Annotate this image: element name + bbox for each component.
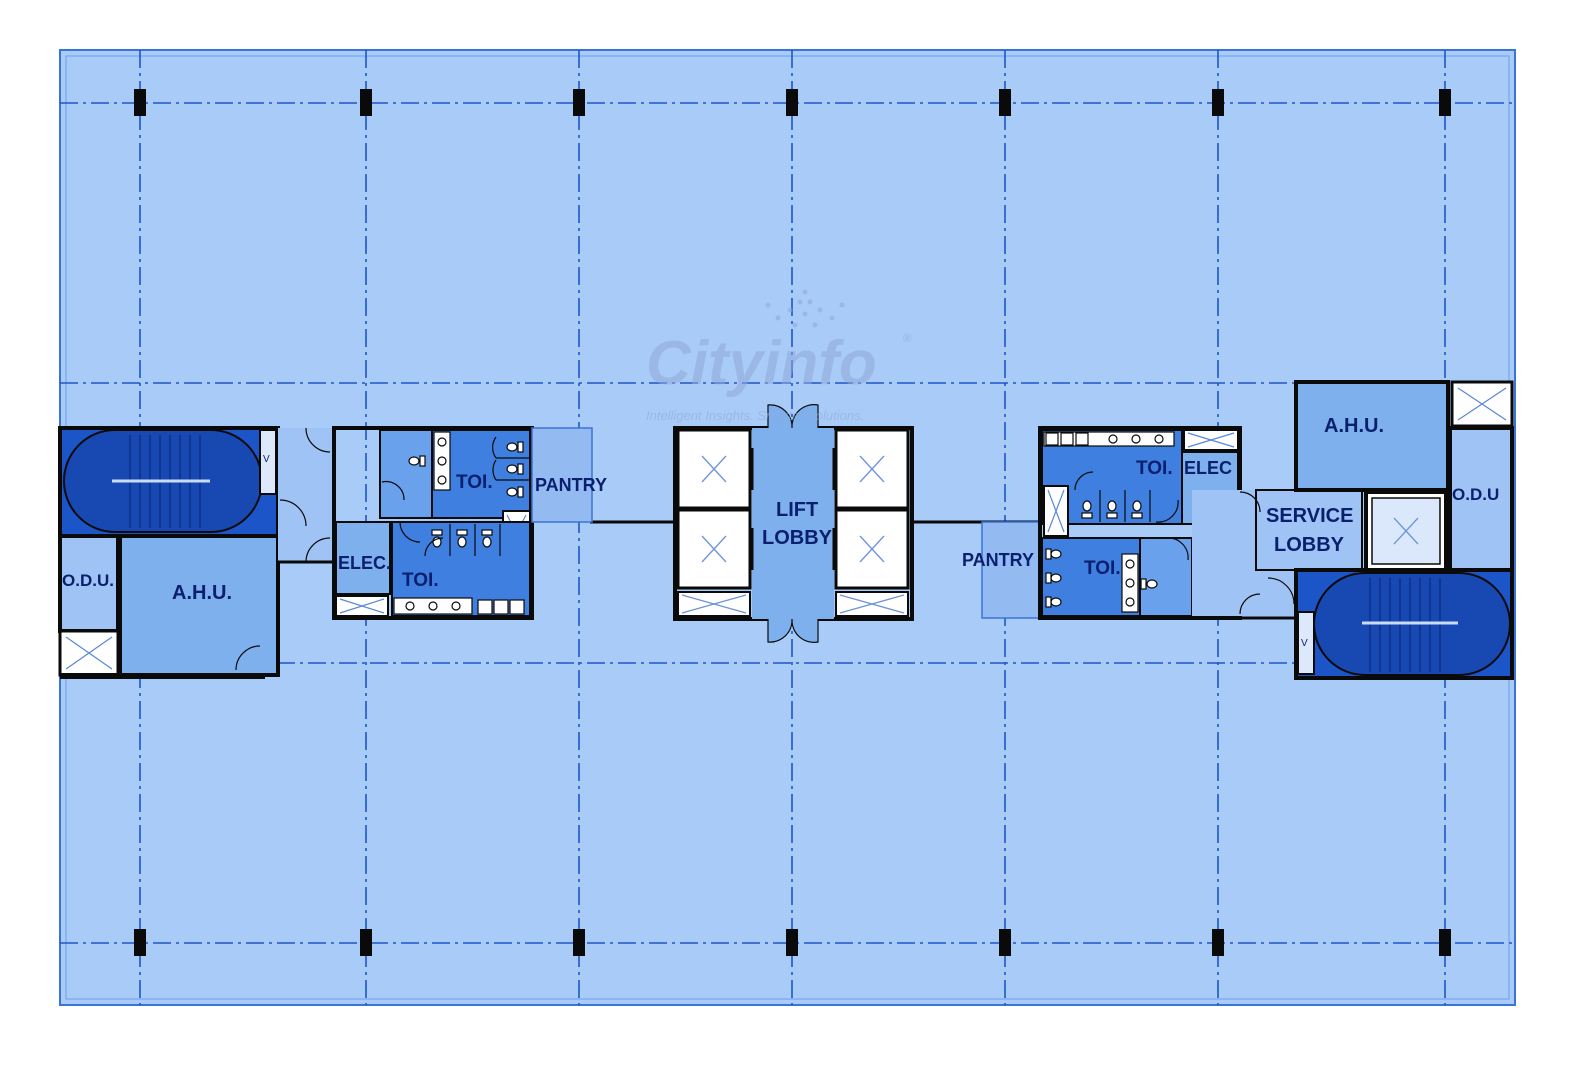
door-swing-icon (1267, 577, 1295, 605)
left-core: V O.D.U. A.H.U. PANTRY TOI. (58, 426, 607, 679)
left-toi-upper-anteroom (379, 429, 433, 519)
right-odu-room (1448, 426, 1514, 572)
right-odu-label: O.D.U (1452, 485, 1499, 504)
basin-icon (1121, 553, 1139, 613)
right-core: PANTRY TOI. ELEC TOI. (962, 380, 1514, 680)
door-swing-icon (767, 618, 819, 643)
riser-mark: V (263, 454, 270, 465)
watermark-registered: ® (903, 331, 912, 345)
right-pantry-room (981, 521, 1041, 619)
left-elec-room (335, 521, 391, 595)
cross-box-icon (1047, 489, 1065, 533)
lift-shafts (676, 428, 910, 617)
door-swing-icon (305, 537, 331, 563)
lift-core: LIFT LOBBY (673, 404, 914, 643)
left-pantry-room (531, 427, 593, 523)
left-elec-label: ELEC. (338, 553, 391, 573)
left-corridor (278, 428, 334, 561)
left-ahu-wall-ext (60, 673, 265, 679)
cross-box-icon (1187, 432, 1235, 448)
stall-partitions (381, 436, 530, 501)
cross-box-icon (1393, 517, 1419, 545)
left-riser (259, 429, 277, 495)
basin-icon (405, 601, 461, 611)
right-pantry-label: PANTRY (962, 550, 1034, 570)
cross-box-icon (1457, 387, 1507, 421)
urinal-icon (477, 599, 525, 615)
riser-mark: V (1301, 638, 1308, 649)
lift-door-marks (750, 448, 836, 570)
lift-lobby (752, 428, 834, 619)
watermark: Cityinfo ® Intelligent Insights. Smarter… (646, 289, 912, 423)
door-swing-icon (235, 645, 261, 671)
toilet-icon (408, 441, 524, 498)
right-toi-lower-label: TOI. (1084, 558, 1121, 579)
left-ahu-room (118, 534, 280, 677)
cross-box-icon (681, 455, 905, 614)
right-toi-lower-ante (1139, 537, 1193, 617)
watermark-tagline: Intelligent Insights. Smarter Solutions. (646, 408, 864, 423)
lift-lobby-label-1: LIFT (776, 499, 818, 521)
service-lobby (1255, 489, 1363, 571)
lift-lobby-label-2: LOBBY (762, 527, 833, 549)
left-odu-label: O.D.U. (62, 571, 114, 590)
structural-column-icon (134, 89, 1451, 956)
door-swing-icon (305, 427, 331, 453)
right-elec-label: ELEC (1184, 458, 1232, 478)
door-swing-icon (767, 404, 819, 429)
cross-box-icon (339, 598, 385, 614)
watermark-brand: Cityinfo (646, 329, 877, 398)
left-toilet-block (332, 426, 534, 620)
left-odu-room (58, 534, 120, 633)
staircase-icon (1369, 578, 1441, 672)
left-toi-lower-label: TOI. (402, 570, 439, 591)
cross-box-icon (65, 636, 113, 670)
door-swing-icon (1239, 593, 1261, 615)
left-toi-upper-label: TOI. (456, 472, 493, 493)
toilet-icon (1140, 578, 1158, 590)
urinal-icon (1045, 432, 1089, 446)
door-swing-icon (279, 499, 307, 527)
left-ahu-label: A.H.U. (172, 582, 232, 604)
basin-icon (1108, 434, 1164, 444)
right-ahu-label: A.H.U. (1324, 415, 1384, 437)
service-lobby-label-2: LOBBY (1274, 534, 1345, 556)
service-lobby-label-1: SERVICE (1266, 505, 1353, 527)
stall-partitions (1074, 471, 1179, 523)
left-pantry-label: PANTRY (535, 475, 607, 495)
door-swing-icon (1239, 491, 1261, 513)
toilet-icon (1045, 548, 1062, 608)
toilet-icon (1081, 500, 1143, 519)
right-toi-upper-label: TOI. (1136, 458, 1173, 479)
basin-icon (433, 431, 451, 491)
door-swing-icon (1165, 537, 1189, 561)
stall-partitions (399, 521, 501, 557)
sparkle-icon (765, 289, 845, 328)
right-riser (1297, 611, 1315, 675)
